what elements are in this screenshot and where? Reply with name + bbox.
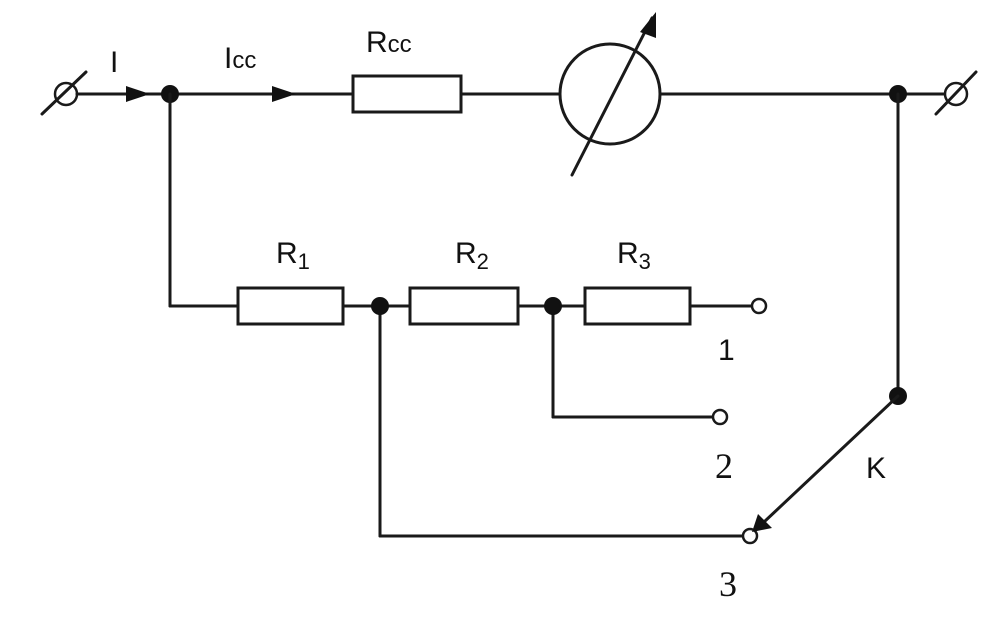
input-terminal-slash <box>40 70 88 116</box>
switch-k <box>752 92 907 532</box>
tap-2-terminal <box>711 408 729 426</box>
label-rcc-sub: cc <box>388 31 412 58</box>
resistor-rcc <box>351 74 463 114</box>
label-tap-2: 2 <box>715 446 733 486</box>
label-icc-sub: cc <box>232 47 256 74</box>
switch-blade-arrowhead <box>752 514 772 532</box>
top-branch <box>40 12 978 177</box>
label-r3-main: R <box>617 237 639 270</box>
label-r1-sub: 1 <box>298 249 310 274</box>
node-r2-r3 <box>544 297 562 315</box>
label-switch-k: K <box>866 452 886 485</box>
tap-1-terminal <box>750 297 768 315</box>
label-r1: R1 <box>276 237 310 274</box>
resistor-r1 <box>236 286 345 326</box>
label-current-i: I <box>110 46 118 79</box>
label-current-icc: Icc <box>224 42 256 75</box>
label-rcc: Rcc <box>366 26 412 59</box>
node-r1-r2 <box>371 297 389 315</box>
output-terminal-slash <box>934 70 978 116</box>
label-r1-main: R <box>276 237 298 270</box>
label-r3: R3 <box>617 237 651 274</box>
meter-needle-arrowhead <box>640 12 656 38</box>
current-arrow-icc <box>272 86 296 102</box>
label-r2-sub: 2 <box>477 249 489 274</box>
resistor-r2 <box>408 286 520 326</box>
resistor-r3 <box>583 286 692 326</box>
label-r2-main: R <box>455 237 477 270</box>
input-terminal <box>53 81 79 107</box>
label-rcc-main: R <box>366 26 388 59</box>
label-r3-sub: 3 <box>639 249 651 274</box>
tap-3-terminal <box>741 527 759 545</box>
switch-blade <box>762 394 900 524</box>
current-arrow-i <box>126 86 150 102</box>
label-icc-main: I <box>224 42 232 75</box>
shunt-branch <box>168 92 768 545</box>
label-r2: R2 <box>455 237 489 274</box>
label-tap-3: 3 <box>719 564 737 604</box>
meter-circle <box>558 42 662 146</box>
label-tap-1: 1 <box>718 334 735 367</box>
meter-needle <box>570 16 654 177</box>
